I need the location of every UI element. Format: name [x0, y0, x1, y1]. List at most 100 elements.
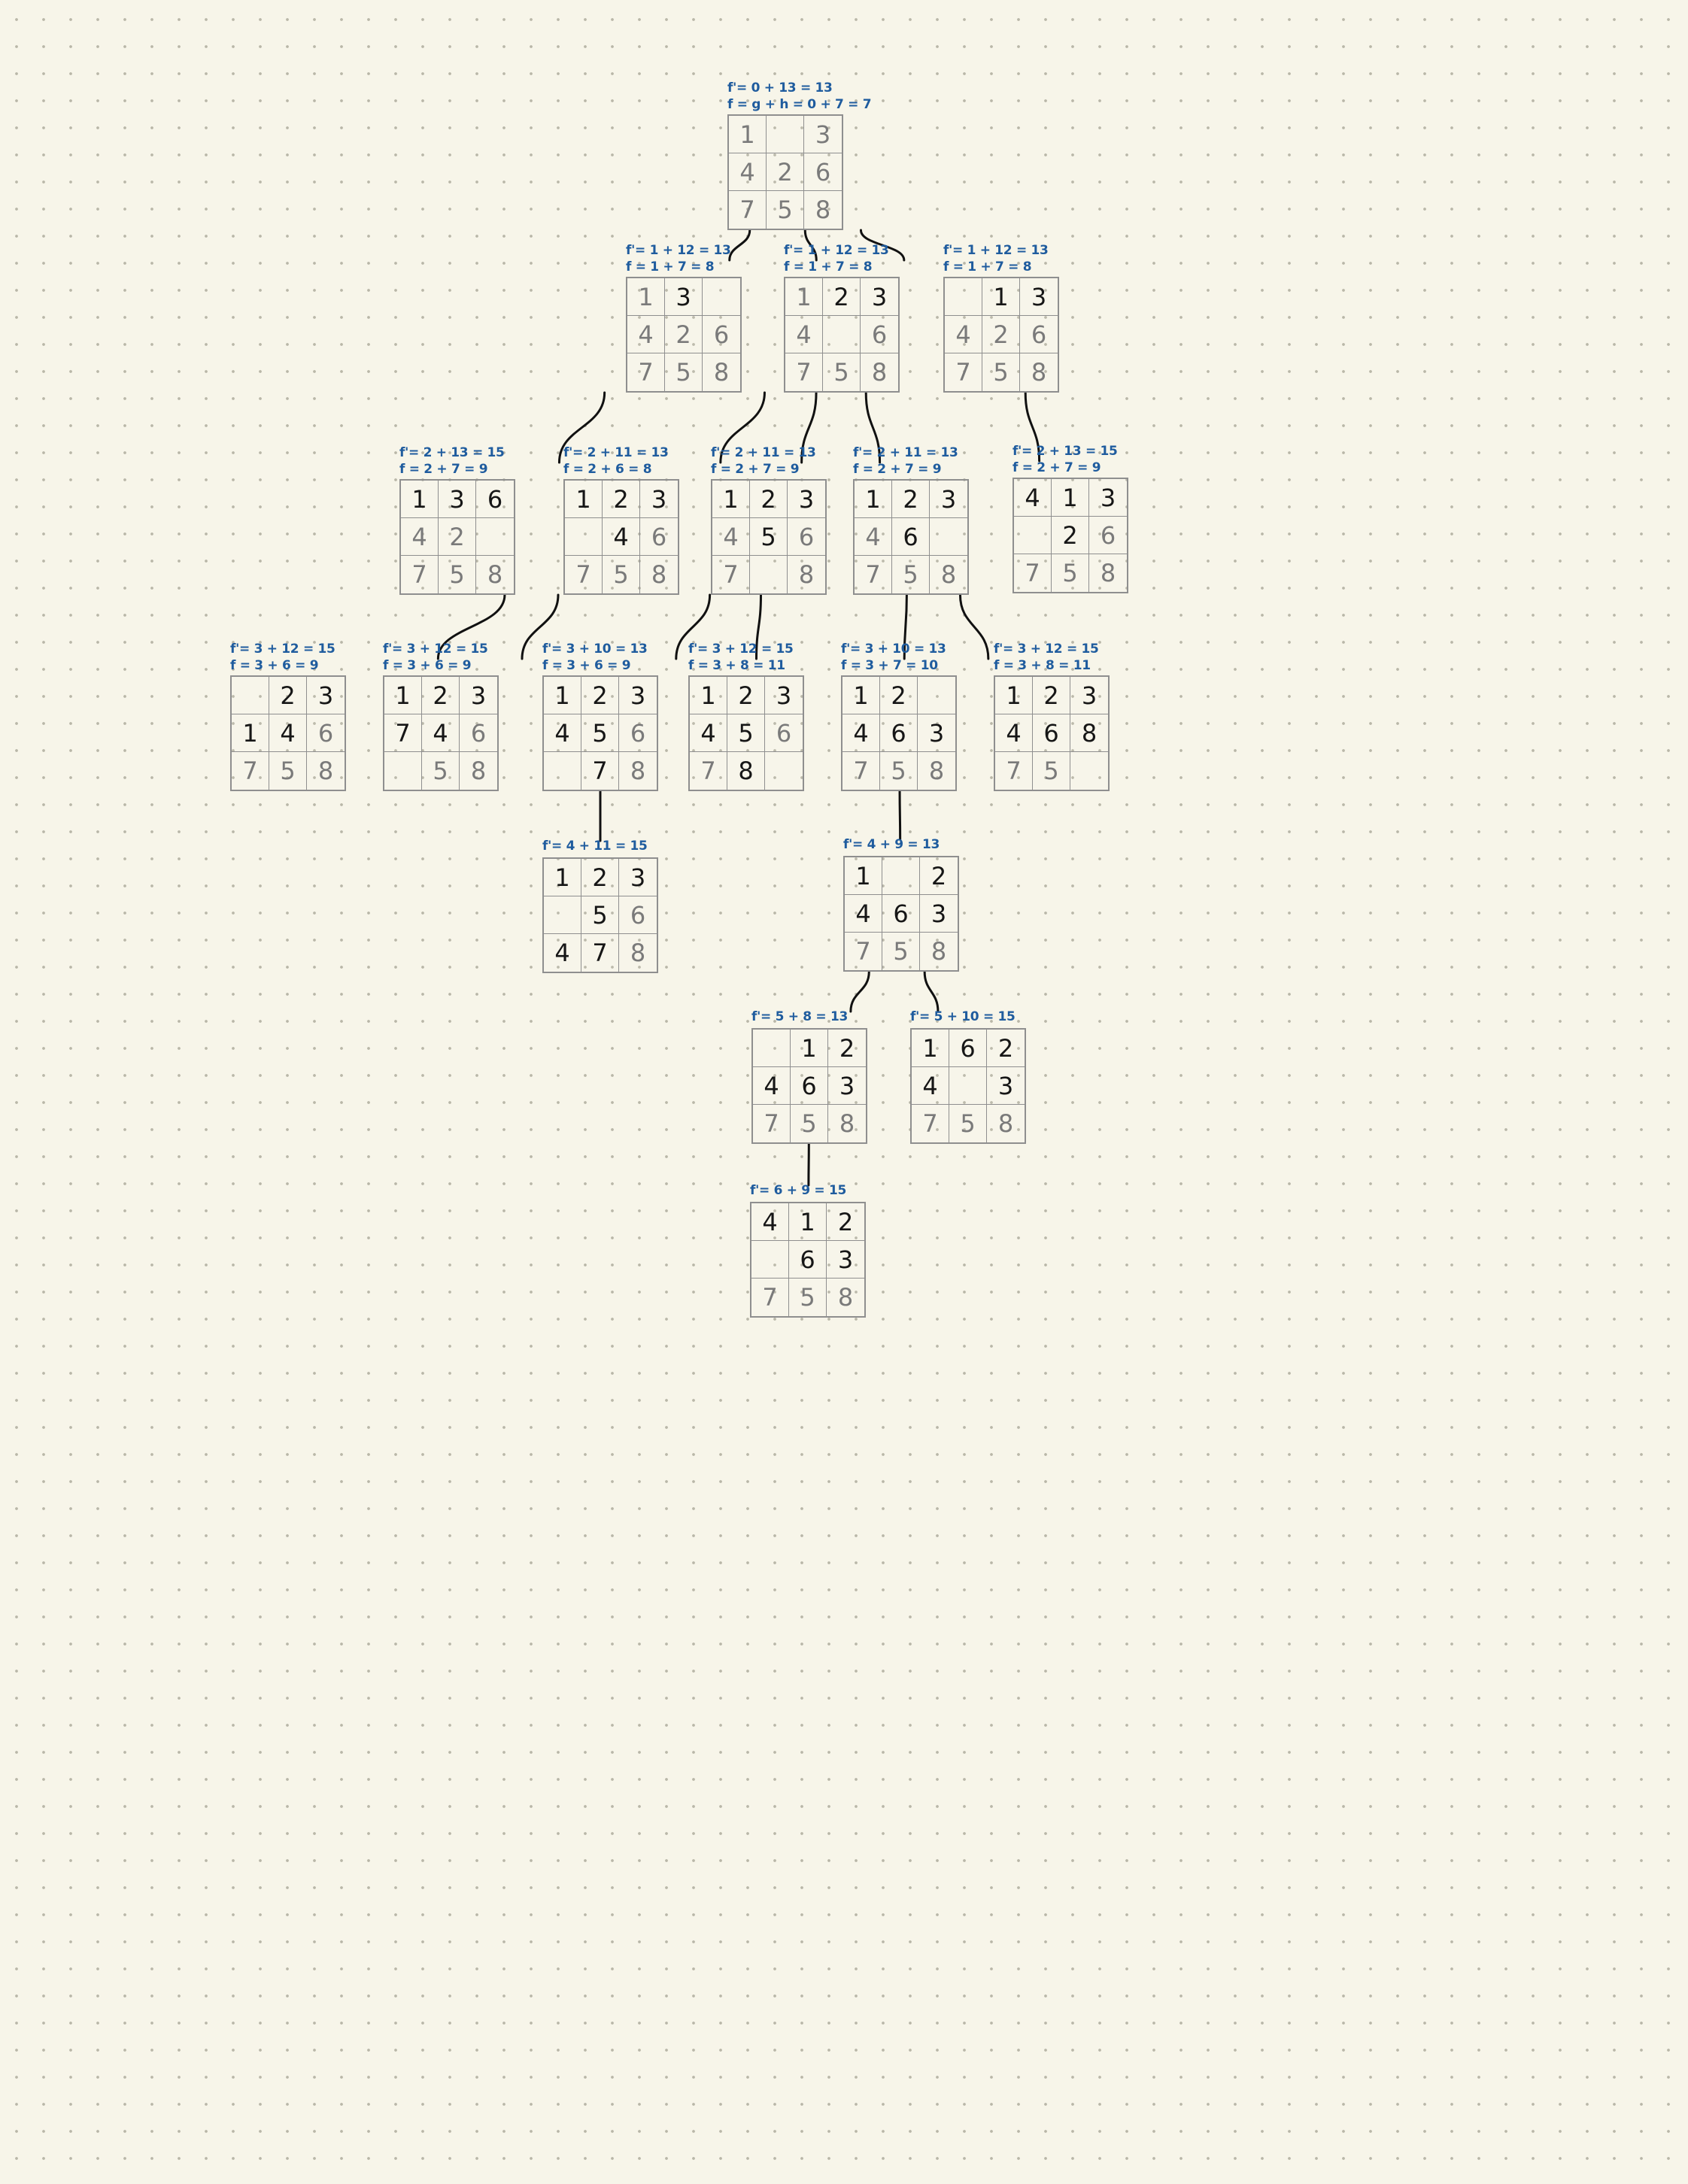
tile: 8: [815, 196, 831, 224]
tile: 6: [1033, 714, 1070, 752]
tile: 1: [627, 278, 665, 316]
f-prime-label: f'= 3 + 10 = 13: [542, 642, 648, 657]
tile: 7: [690, 752, 727, 790]
empty-tile: [823, 316, 861, 353]
tile: 4: [855, 518, 892, 556]
empty-tile: [918, 677, 955, 714]
empty-tile: [765, 752, 803, 790]
tile: 5: [422, 752, 460, 790]
tile: 6: [765, 714, 803, 752]
tile: 6: [476, 481, 514, 518]
f-prime-label: f'= 2 + 11 = 13: [711, 445, 816, 460]
f-label: f = 2 + 7 = 9: [853, 462, 942, 477]
tile: 7: [565, 556, 603, 593]
tile: 8: [1031, 358, 1047, 387]
f-label: f = 1 + 7 = 8: [784, 259, 873, 275]
tile: 6: [804, 153, 842, 191]
tile: 7: [753, 1105, 791, 1142]
tile: 8: [630, 939, 646, 967]
tile: 7: [842, 752, 880, 790]
tile: 8: [839, 1109, 855, 1138]
tile: 7: [855, 556, 892, 593]
empty-tile: [767, 116, 804, 153]
empty-tile: [384, 752, 422, 790]
empty-tile: [753, 1030, 791, 1067]
tile: 3: [930, 481, 967, 518]
f-label: f = 3 + 8 = 11: [994, 658, 1091, 673]
f-prime-label: f'= 3 + 10 = 13: [841, 642, 946, 657]
empty-tile: [565, 518, 603, 556]
cost-annotation: f'= 5 + 10 = 15: [910, 990, 1026, 1028]
tile: 2: [439, 518, 476, 556]
tile: 5: [892, 556, 930, 593]
f-prime-label: f'= 4 + 11 = 15: [542, 839, 648, 854]
tile: 2: [727, 677, 765, 714]
tile: 5: [823, 353, 861, 391]
tile: 5: [1033, 752, 1070, 790]
tile: 6: [789, 1241, 827, 1279]
empty-tile: [751, 1241, 789, 1279]
tile: 8: [928, 757, 945, 785]
tile: 4: [845, 895, 882, 933]
f-label: f = 3 + 8 = 11: [688, 658, 785, 673]
tile: 3: [1070, 677, 1108, 714]
tile: 1: [845, 857, 882, 895]
tile: 2: [892, 481, 930, 518]
tile: 5: [949, 1105, 987, 1142]
f-label: f = 2 + 7 = 9: [711, 462, 800, 477]
tile: 2: [828, 1030, 866, 1067]
tile: 7: [1014, 554, 1052, 592]
tile: 5: [982, 353, 1020, 391]
cost-annotation: f'= 2 + 11 = 13 f = 2 + 7 = 9: [853, 441, 969, 479]
tile: 6: [791, 1067, 828, 1105]
tile: 3: [861, 278, 898, 316]
tile: 4: [753, 1067, 791, 1105]
tile: 2: [1033, 677, 1070, 714]
tile: 6: [880, 714, 918, 752]
tile: 7: [995, 752, 1033, 790]
tile: 5: [750, 518, 788, 556]
tile: 8: [1100, 559, 1116, 587]
tile: 6: [619, 714, 657, 752]
f-prime-label: f'= 1 + 12 = 13: [784, 243, 889, 258]
tile: 2: [982, 316, 1020, 353]
tile: 5: [665, 353, 703, 391]
tile: 5: [269, 752, 307, 790]
f-prime-label: f'= 2 + 11 = 13: [853, 445, 958, 460]
tile: 5: [880, 752, 918, 790]
f-label: f = 3 + 7 = 10: [841, 658, 938, 673]
tile: 8: [798, 560, 815, 589]
cost-annotation: f'= 4 + 9 = 13: [843, 818, 959, 856]
f-prime-label: f'= 0 + 13 = 13: [727, 80, 833, 96]
tile: 4: [751, 1203, 789, 1241]
tile: 1: [232, 714, 269, 752]
tile: 4: [995, 714, 1033, 752]
tile: 4: [603, 518, 640, 556]
f-prime-label: f'= 1 + 12 = 13: [626, 243, 731, 258]
tile: 7: [627, 353, 665, 391]
tile: 8: [470, 757, 487, 785]
tile: 1: [712, 481, 750, 518]
